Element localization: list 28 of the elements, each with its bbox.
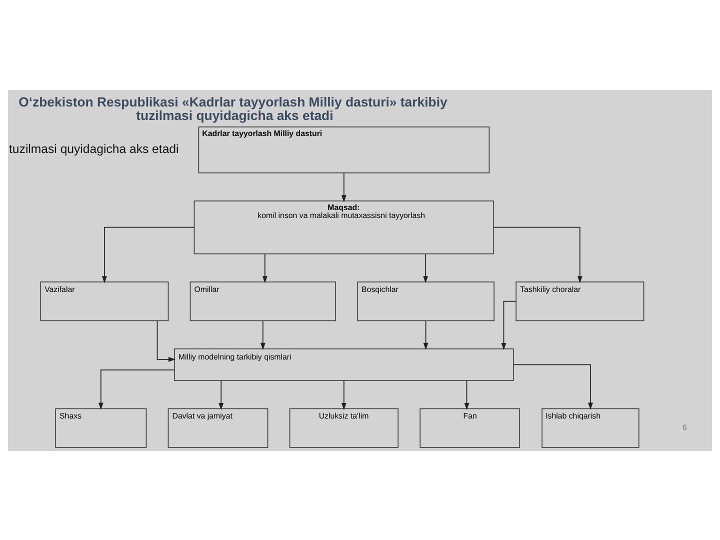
arrow	[341, 172, 346, 202]
node-box: Uzluksiz ta'lim	[289, 408, 399, 448]
node-box: Maqsad: komil inson va malakali mutaxassisni tayyorlash	[194, 200, 494, 254]
node-box: Ishlab chiqarish	[542, 408, 640, 448]
node-box: Milliy modelning tarkibiy qismlari	[174, 348, 514, 380]
node-box: Davlat va jamiyat	[168, 408, 268, 448]
node-box: Shaxs	[55, 408, 147, 448]
label: tuzilmasi quyidagicha aks etadi	[9, 142, 179, 156]
arrow	[156, 320, 176, 362]
arrow	[423, 320, 428, 350]
arrow	[423, 253, 428, 283]
arrow	[464, 380, 470, 410]
arrow	[102, 226, 194, 283]
arrow	[513, 364, 593, 410]
node-box: Bosqichlar	[357, 281, 494, 321]
label: 6	[682, 422, 687, 432]
node-box: Kadrlar tayyorlash Milliy dasturi	[198, 126, 490, 173]
arrow	[218, 380, 224, 410]
node-box: Tashkiliy choralar	[516, 281, 644, 321]
arrow	[260, 320, 266, 350]
node-box: Fan	[420, 408, 520, 448]
arrow	[493, 226, 582, 283]
arrow	[341, 380, 346, 410]
diagram-title: O‘zbekiston Respublikasi «Kadrlar tayyorlash Milliy dasturi» tarkibiy tuzilmasi quyidagicha aks etadi	[18, 94, 448, 122]
arrow	[262, 253, 268, 283]
arrow	[98, 369, 175, 410]
node-box: Omillar	[190, 281, 336, 321]
node-box: Vazifalar	[40, 281, 169, 321]
